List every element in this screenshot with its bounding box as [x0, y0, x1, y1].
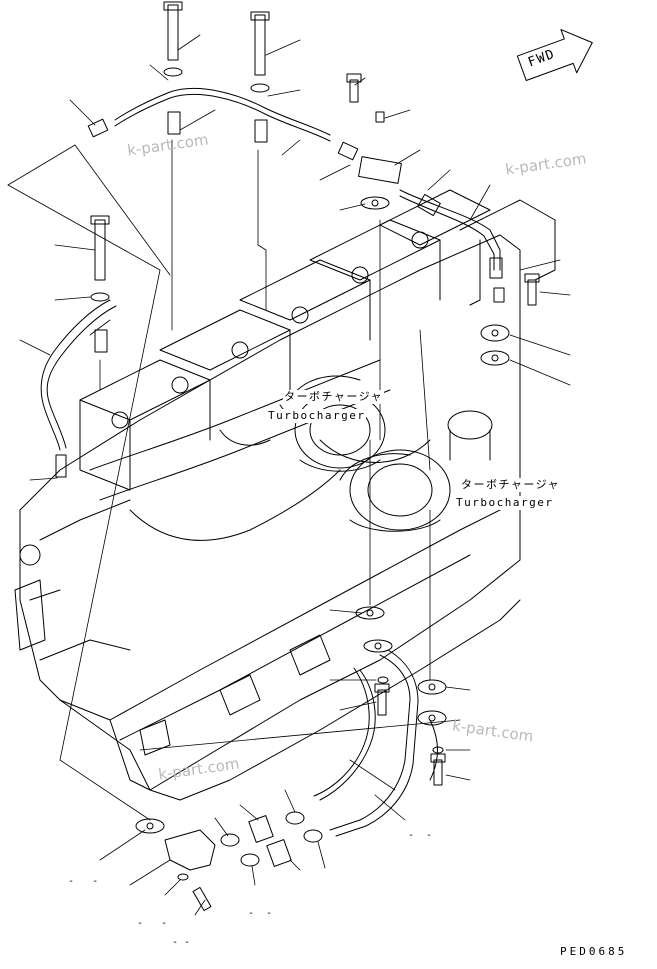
engine-block: [14, 189, 521, 801]
turbocharger-label-jp-2: ターボチャージャ: [460, 478, 562, 492]
oil-supply-tube-left: [40, 299, 117, 478]
bolts-top: [90, 1, 540, 353]
fwd-arrow-icon: [516, 29, 593, 81]
oil-return-tubes: [313, 649, 438, 837]
turbocharger-label-en-1: Turbocharger: [267, 409, 367, 423]
turbocharger-label-en-2: Turbocharger: [455, 496, 555, 510]
lower-parts: [135, 606, 447, 912]
gaskets-right: [360, 196, 510, 366]
turbocharger-rear: [339, 410, 493, 532]
engine-bracket: [459, 199, 556, 306]
part-dash: - -: [137, 918, 168, 929]
part-dash: - -: [172, 937, 191, 948]
part-dash: - -: [408, 830, 433, 841]
turbocharger-label-jp-1: ターボチャージャ: [283, 390, 385, 404]
oil-supply-tube-upper: [87, 87, 505, 303]
exhaust-manifold: [89, 359, 391, 541]
drawing-code: PED0685: [560, 945, 628, 958]
leader-lines: [7, 34, 571, 916]
part-dash: - -: [248, 908, 273, 919]
part-dash: - -: [68, 876, 99, 887]
